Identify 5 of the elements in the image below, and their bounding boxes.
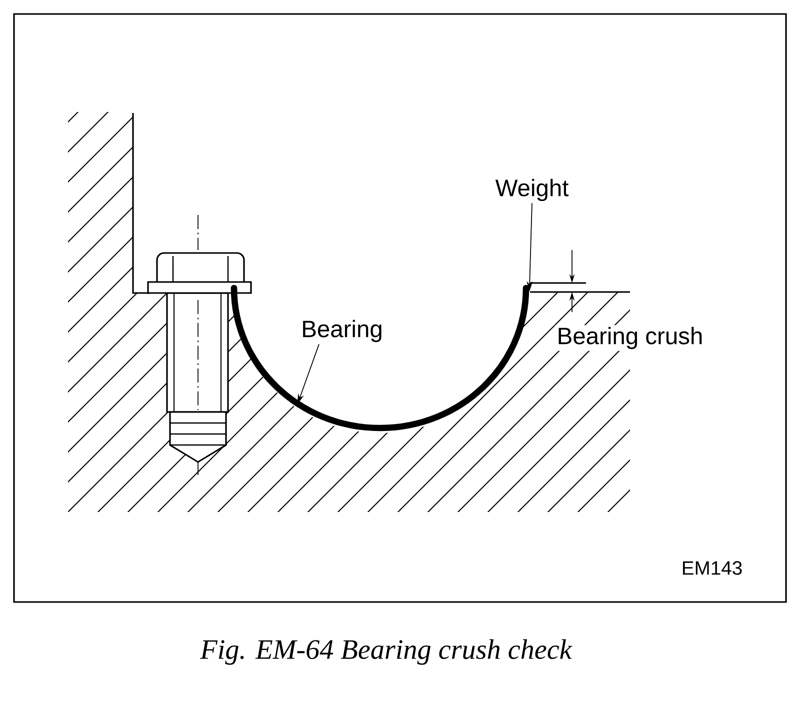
caption: Fig. EM-64 Bearing crush check <box>200 639 572 665</box>
dimension-label: Bearing crush <box>555 325 705 351</box>
figure-code: EM143 <box>680 559 744 577</box>
bearing-shell-drawing <box>230 284 530 432</box>
part-label: Weight <box>495 178 569 202</box>
